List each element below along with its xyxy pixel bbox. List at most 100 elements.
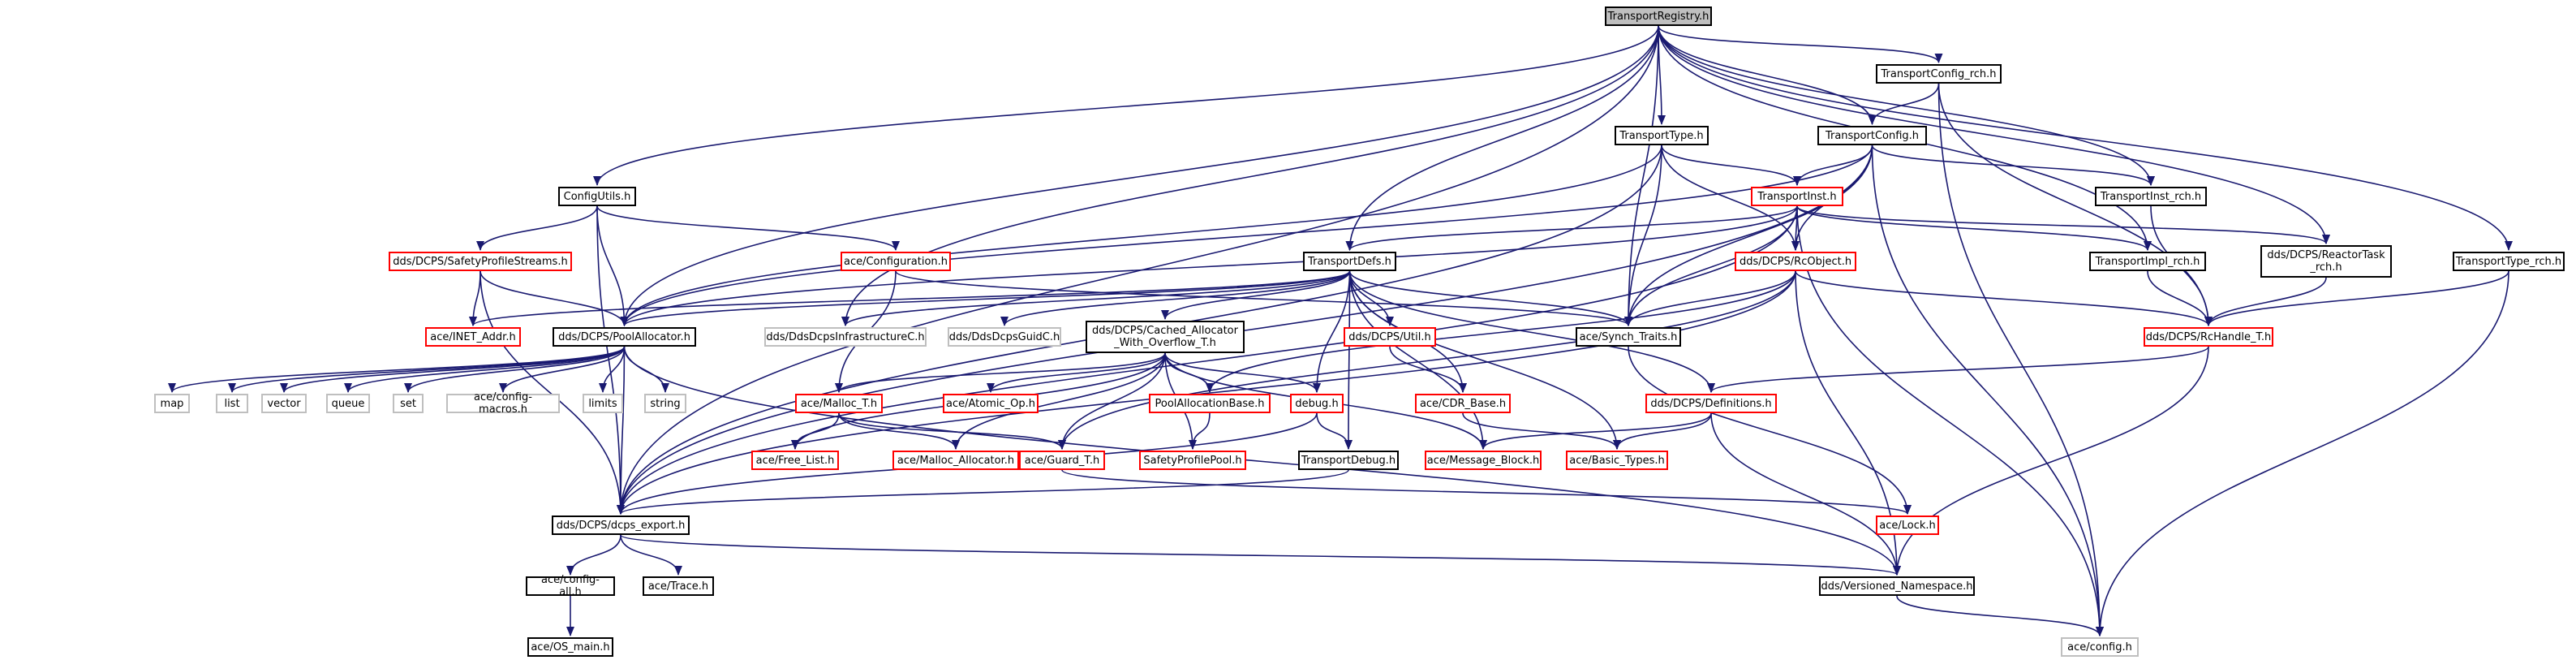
edge-TransportDefs_h-to-DdsDcpsGuidC_h	[1000, 270, 1351, 326]
node-definitions-h[interactable]: dds/DCPS/Definitions.h	[1645, 394, 1777, 413]
node-free-list-h[interactable]: ace/Free_List.h	[751, 451, 839, 470]
node-configuration-h[interactable]: ace/Configuration.h	[841, 252, 951, 271]
edge-PoolAllocator_h-to-map	[168, 346, 626, 393]
edge-Versioned_Namespace_h-to-config_h	[1896, 595, 2104, 636]
node-reactortask-rch-h[interactable]: dds/DCPS/ReactorTask _rch.h	[2260, 245, 2392, 278]
edge-SafetyProfileStreams_h-to-INET_Addr_h	[469, 270, 481, 326]
edge-RcObject_h-to-PoolAllocationBase_h	[1206, 270, 1796, 393]
node-message-block-h[interactable]: ace/Message_Block.h	[1425, 451, 1542, 470]
edge-PoolAllocator_h-to-dcps_export_h	[617, 346, 626, 515]
node-synch-traits-h[interactable]: ace/Synch_Traits.h	[1576, 327, 1681, 347]
node-lock-h[interactable]: ace/Lock.h	[1876, 515, 1939, 535]
edge-debug_h-to-TransportDebug_h	[1316, 412, 1353, 450]
edge-SafetyProfileStreams_h-to-PoolAllocator_h	[480, 270, 629, 326]
node-versioned-namespace-h[interactable]: dds/Versioned_Namespace.h	[1819, 576, 1975, 596]
node-safetyprofilepool-h[interactable]: SafetyProfilePool.h	[1139, 451, 1246, 470]
node-map: map	[154, 394, 190, 413]
edge-Configuration_h-to-Synch_Traits_h	[895, 270, 1632, 326]
edge-TransportRegistry_h-to-ConfigUtils_h	[593, 25, 1659, 186]
edge-TransportDefs_h-to-Basic_Types_h	[1348, 270, 1621, 450]
edge-TransportRegistry_h-to-TransportConfig_rch_h	[1658, 25, 1943, 63]
node-cdr-base-h[interactable]: ace/CDR_Base.h	[1415, 394, 1511, 413]
node-util-h[interactable]: dds/DCPS/Util.h	[1344, 327, 1436, 347]
edge-Malloc_T_h-to-Malloc_Allocator_h	[838, 412, 960, 450]
node-debug-h[interactable]: debug.h	[1290, 394, 1344, 413]
node-trace-h[interactable]: ace/Trace.h	[643, 576, 714, 596]
node-rchandle-t-h[interactable]: dds/DCPS/RcHandle_T.h	[2144, 327, 2273, 347]
edge-TransportInst_h-to-PoolAllocator_h	[620, 205, 1798, 326]
node-transportdefs-h[interactable]: TransportDefs.h	[1303, 252, 1396, 271]
edge-TransportConfig_h-to-TransportInst_rch_h	[1871, 145, 2155, 186]
edge-TransportDefs_h-to-Cached_Allocator_h	[1161, 270, 1351, 320]
edge-Cached_Allocator_h-to-Malloc_T_h	[835, 352, 1166, 393]
node-basic-types-h[interactable]: ace/Basic_Types.h	[1566, 451, 1668, 470]
node-cached-allocator-h[interactable]: dds/DCPS/Cached_Allocator _With_Overflow…	[1086, 321, 1245, 353]
edge-Malloc_T_h-to-Free_List_h	[791, 412, 840, 450]
node-string: string	[644, 394, 686, 413]
edge-TransportDefs_h-to-Message_Block_h	[1348, 270, 1487, 450]
edge-PoolAllocator_h-to-list	[228, 346, 626, 393]
edge-TransportType_h-to-RcObject_h	[1661, 145, 1800, 251]
node-malloc-t-h[interactable]: ace/Malloc_T.h	[795, 394, 883, 413]
edge-TransportRegistry_h-to-ReactorTask_rch_h	[1658, 25, 2330, 244]
edge-Util_h-to-CDR_Base_h	[1389, 346, 1467, 393]
edge-TransportType_h-to-PoolAllocator_h	[620, 145, 1662, 326]
node-transportimpl-rch-h[interactable]: TransportImpl_rch.h	[2089, 252, 2206, 271]
edge-TransportDefs_h-to-INET_Addr_h	[469, 270, 1351, 326]
edge-RcObject_h-to-Synch_Traits_h	[1624, 270, 1796, 326]
edge-TransportDefs_h-to-DdsDcpsInfrastructureC_h	[841, 270, 1351, 326]
edge-TransportConfig_h-to-config_h	[1871, 145, 2104, 636]
edge-TransportDefs_h-to-debug_h	[1313, 270, 1351, 393]
node-transportinst-h[interactable]: TransportInst.h	[1751, 187, 1843, 206]
node-inet-addr-h[interactable]: ace/INET_Addr.h	[425, 327, 521, 347]
edge-RcObject_h-to-dcps_export_h	[617, 270, 1796, 515]
edge-TransportConfig_h-to-Synch_Traits_h	[1624, 145, 1873, 326]
node-safetyprofilestreams-h[interactable]: dds/DCPS/SafetyProfileStreams.h	[389, 252, 572, 271]
edge-Guard_T_h-to-Lock_h	[1061, 469, 1912, 515]
node-guard-t-h[interactable]: ace/Guard_T.h	[1019, 451, 1105, 470]
node-atomic-op-h[interactable]: ace/Atomic_Op.h	[943, 394, 1039, 413]
edge-ConfigUtils_h-to-SafetyProfileStreams_h	[476, 205, 598, 251]
node-os-main-h[interactable]: ace/OS_main.h	[527, 637, 613, 657]
edge-dcps_export_h-to-Trace_h	[620, 534, 682, 576]
edge-TransportDebug_h-to-dcps_export_h	[617, 469, 1349, 515]
edge-TransportConfig_rch_h-to-TransportConfig_h	[1868, 83, 1940, 125]
edge-PoolAllocator_h-to-config_macros_h	[499, 346, 626, 393]
edge-TransportRegistry_h-to-TransportConfig_h	[1658, 25, 1877, 125]
edge-Cached_Allocator_h-to-Guard_T_h	[1058, 352, 1166, 450]
node-transportinst-rch-h[interactable]: TransportInst_rch.h	[2095, 187, 2207, 206]
node-dcps-export-h[interactable]: dds/DCPS/dcps_export.h	[552, 515, 690, 535]
node-transporttype-rch-h[interactable]: TransportType_rch.h	[2453, 252, 2565, 271]
node-transporttype-h[interactable]: TransportType.h	[1615, 126, 1709, 145]
edge-Synch_Traits_h-to-Lock_h	[1628, 346, 1912, 515]
node-rcobject-h[interactable]: dds/DCPS/RcObject.h	[1735, 252, 1856, 271]
edge-TransportDefs_h-to-Util_h	[1348, 270, 1394, 326]
edge-Definitions_h-to-Basic_Types_h	[1613, 412, 1712, 450]
edge-Definitions_h-to-Message_Block_h	[1479, 412, 1712, 450]
edge-RcHandle_T_h-to-Versioned_Namespace_h	[1893, 346, 2209, 576]
edge-TransportType_h-to-TransportInst_h	[1661, 145, 1801, 186]
node-limits: limits	[583, 394, 623, 413]
edge-TransportInst_h-to-ReactorTask_rch_h	[1796, 205, 2330, 244]
edge-Definitions_h-to-Versioned_Namespace_h	[1710, 412, 1901, 576]
node-set: set	[393, 394, 424, 413]
edge-TransportDefs_h-to-Definitions_h	[1348, 270, 1715, 393]
node-transportconfig-rch-h[interactable]: TransportConfig_rch.h	[1876, 64, 2002, 84]
node-transportconfig-h[interactable]: TransportConfig.h	[1817, 126, 1927, 145]
edge-RcObject_h-to-Guard_T_h	[1058, 270, 1796, 450]
edge-TransportDefs_h-to-Synch_Traits_h	[1348, 270, 1632, 326]
edge-TransportRegistry_h-to-Synch_Traits_h	[1624, 25, 1659, 326]
node-malloc-allocator-h[interactable]: ace/Malloc_Allocator.h	[892, 451, 1019, 470]
node-config-all-h[interactable]: ace/config-all.h	[526, 574, 615, 598]
edge-TransportRegistry_h-to-TransportType_rch_h	[1658, 25, 2513, 251]
node-poolallocationbase-h[interactable]: PoolAllocationBase.h	[1149, 394, 1271, 413]
edge-TransportInst_h-to-TransportImpl_rch_h	[1796, 205, 2152, 251]
edge-Malloc_T_h-to-Guard_T_h	[838, 412, 1066, 450]
edge-TransportRegistry_h-to-TransportDefs_h	[1345, 25, 1659, 251]
edge-TransportDefs_h-to-TransportDebug_h	[1344, 270, 1353, 450]
node-ddsdcpsguidc-h: dds/DdsDcpsGuidC.h	[948, 327, 1061, 347]
edge-PoolAllocator_h-to-set	[404, 346, 626, 393]
node-transportdebug-h[interactable]: TransportDebug.h	[1298, 451, 1399, 470]
node-configutils-h[interactable]: ConfigUtils.h	[558, 187, 636, 206]
node-poolallocator-h[interactable]: dds/DCPS/PoolAllocator.h	[553, 327, 696, 347]
